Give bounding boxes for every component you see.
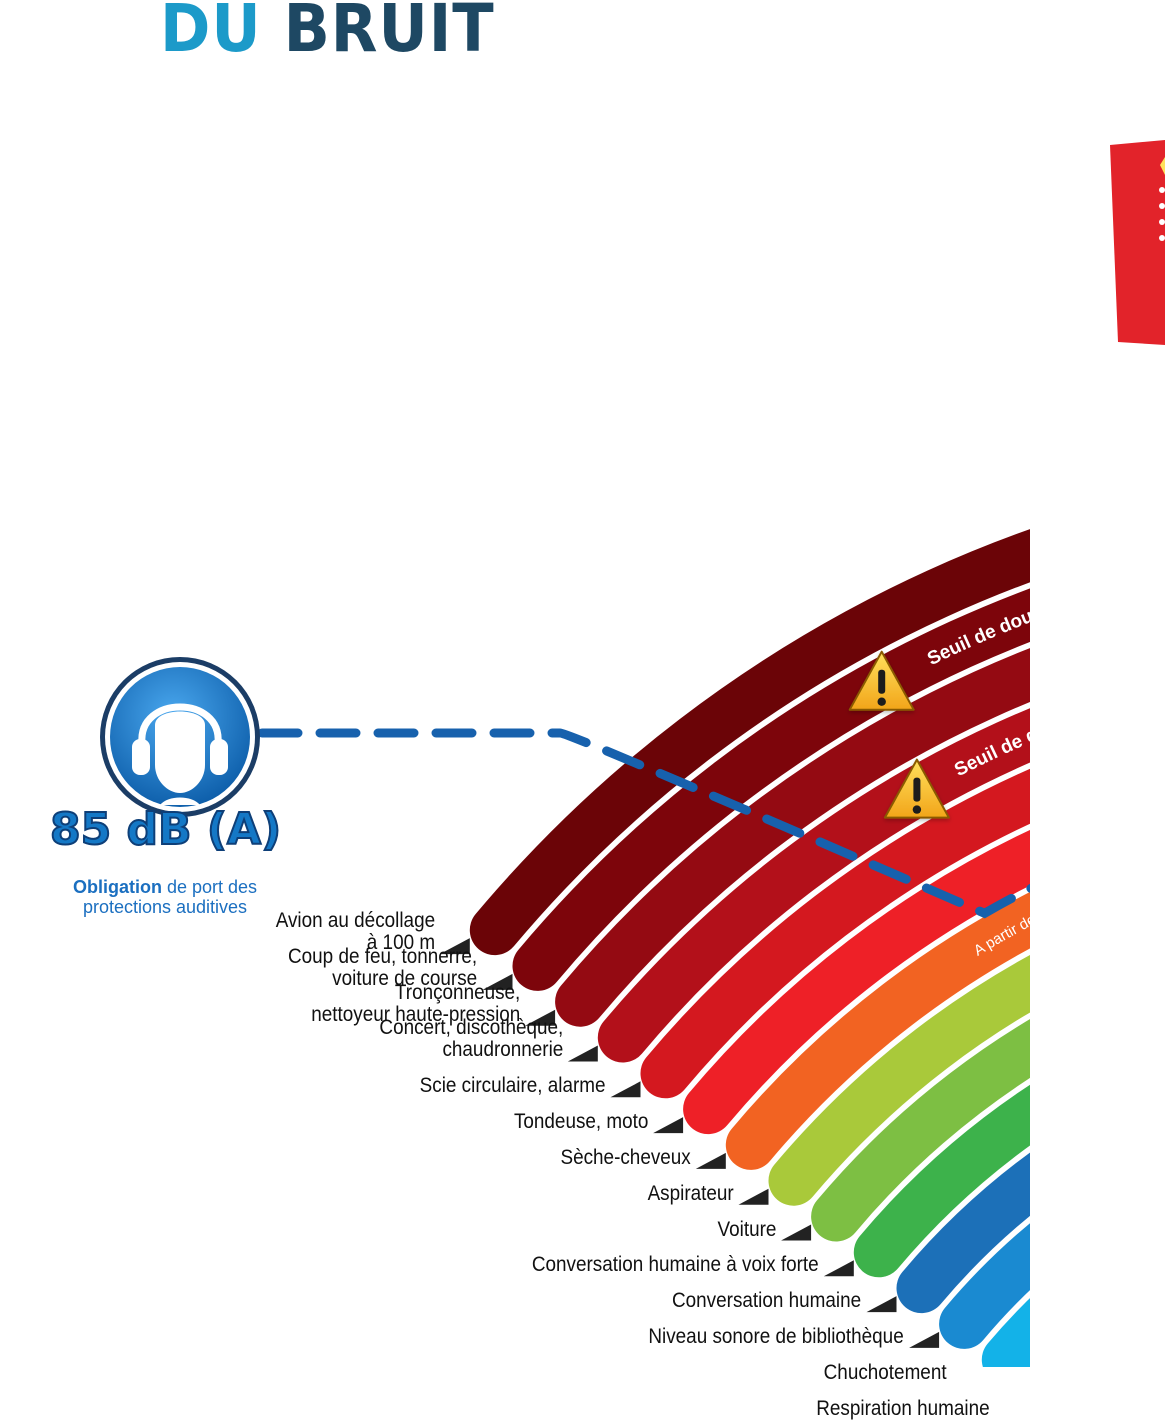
source-label-line: Concert, discothèque, xyxy=(379,1017,563,1039)
source-label-90: Tondeuse, moto xyxy=(514,1111,648,1133)
source-label-line: Conversation humaine xyxy=(672,1290,861,1312)
source-label-80: Sèche-cheveux xyxy=(561,1147,691,1169)
warning-box xyxy=(1110,140,1165,345)
source-label-10: Respiration humaine xyxy=(816,1398,989,1420)
source-label-line: Avion au décollage xyxy=(275,910,434,932)
source-label-line: Conversation humaine à voix forte xyxy=(532,1254,819,1276)
obligation-bold: Obligation xyxy=(73,877,162,897)
source-label-110: Concert, discothèque,chaudronnerie xyxy=(379,1017,563,1061)
source-label-30: Niveau sonore de bibliothèque xyxy=(649,1326,904,1348)
source-label-20: Chuchotement xyxy=(824,1362,947,1384)
right-panel xyxy=(1030,0,1165,1367)
source-label-line: Sèche-cheveux xyxy=(561,1147,691,1169)
source-label-line: Coup de feu, tonnerre, xyxy=(288,946,477,968)
source-label-line: Respiration humaine xyxy=(816,1398,989,1420)
pointer-icon xyxy=(611,1081,641,1097)
source-label-60: Voiture xyxy=(717,1219,776,1241)
pointer-icon xyxy=(824,1260,854,1276)
pointer-icon xyxy=(909,1332,939,1348)
source-label-line: Chuchotement xyxy=(824,1362,947,1384)
pointer-icon xyxy=(696,1153,726,1169)
source-label-line: Tronçonneuse, xyxy=(311,982,520,1004)
source-label-line: Aspirateur xyxy=(647,1183,733,1205)
source-label-line: Tondeuse, moto xyxy=(514,1111,648,1133)
source-label-line: Scie circulaire, alarme xyxy=(420,1075,606,1097)
source-label-line: chaudronnerie xyxy=(379,1039,563,1061)
ear-protection-icon xyxy=(98,655,262,819)
source-label-50: Conversation humaine à voix forte xyxy=(532,1254,819,1276)
obligation-text: Obligation de port des protections audit… xyxy=(65,877,265,917)
obligation-level: 85 dB (A) xyxy=(50,808,310,852)
ear-protection-badge xyxy=(98,655,262,819)
pointer-icon xyxy=(867,1296,897,1312)
pointer-icon xyxy=(568,1046,598,1062)
source-label-70: Aspirateur xyxy=(647,1183,733,1205)
pointer-icon xyxy=(739,1189,769,1205)
noise-scale-infographic: DU BRUIT 140 dB120 dB100 dB80 dB60 dB40 … xyxy=(0,0,1165,1367)
source-label-line: Voiture xyxy=(717,1219,776,1241)
pointer-icon xyxy=(653,1117,683,1133)
source-label-line: Niveau sonore de bibliothèque xyxy=(649,1326,904,1348)
pointer-icon xyxy=(781,1225,811,1241)
source-label-40: Conversation humaine xyxy=(672,1290,861,1312)
source-label-100: Scie circulaire, alarme xyxy=(420,1075,606,1097)
